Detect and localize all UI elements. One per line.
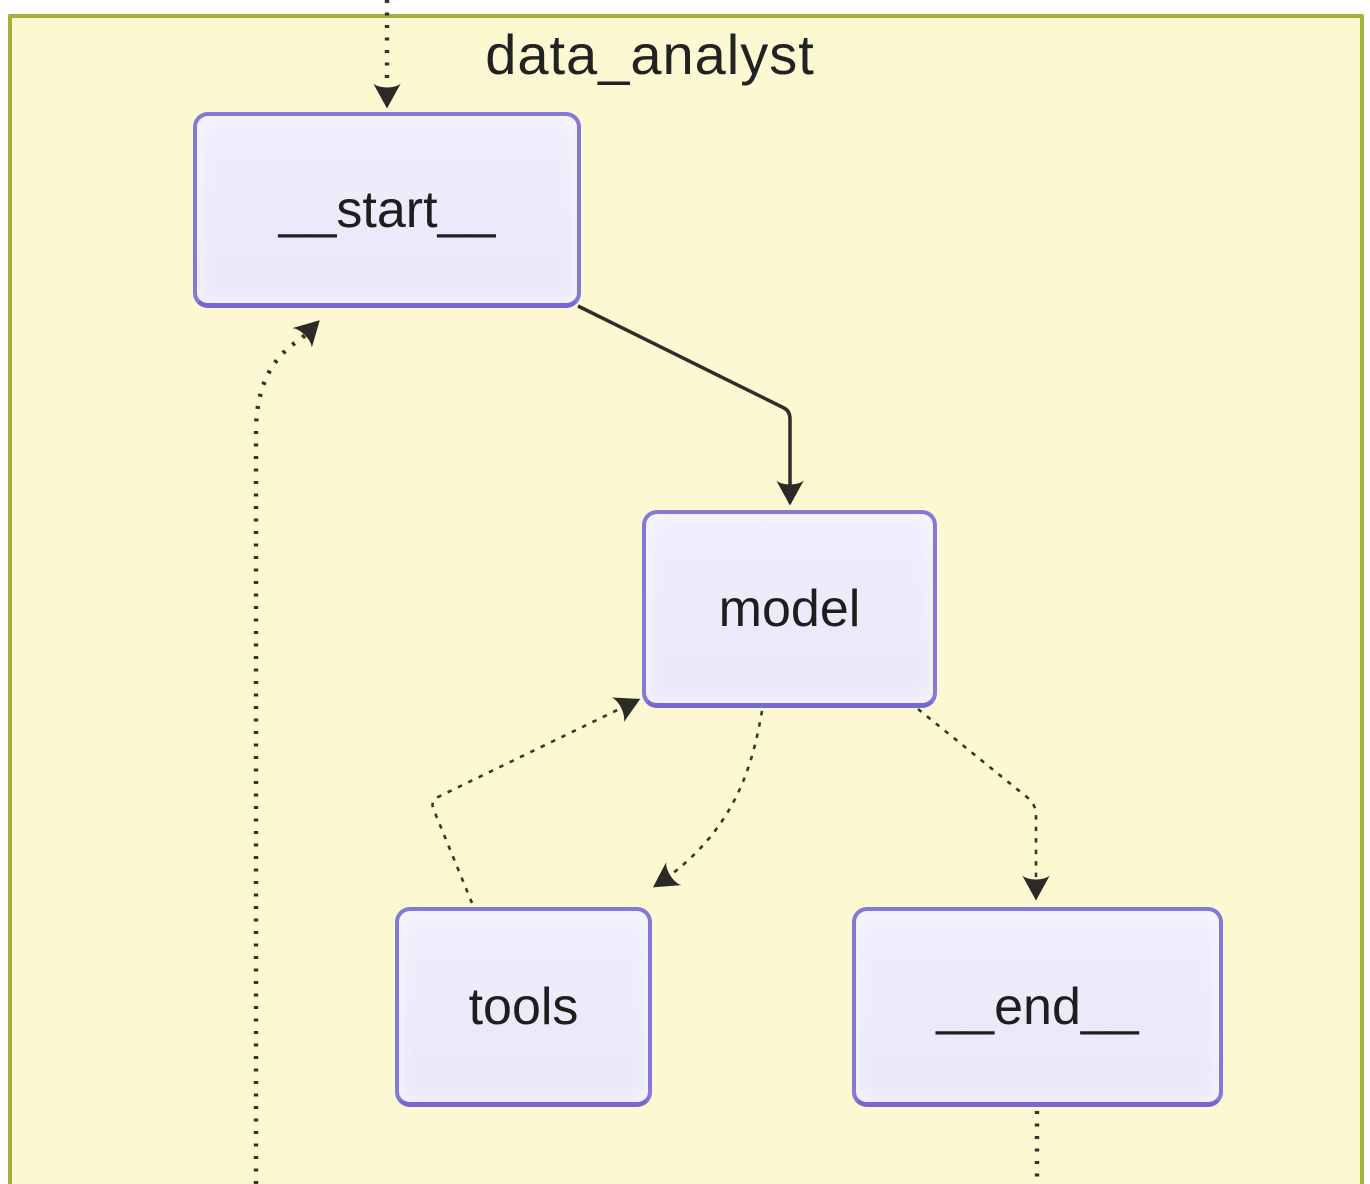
node-model: model: [642, 510, 937, 708]
node-start-label: __start__: [278, 180, 496, 239]
node-tools-label: tools: [468, 977, 579, 1036]
node-model-label: model: [718, 579, 861, 638]
node-end-label: __end__: [936, 977, 1139, 1036]
node-start: __start__: [193, 112, 581, 308]
node-tools: tools: [395, 907, 652, 1107]
cluster-title: data_analyst: [485, 23, 815, 86]
node-end: __end__: [852, 907, 1223, 1107]
